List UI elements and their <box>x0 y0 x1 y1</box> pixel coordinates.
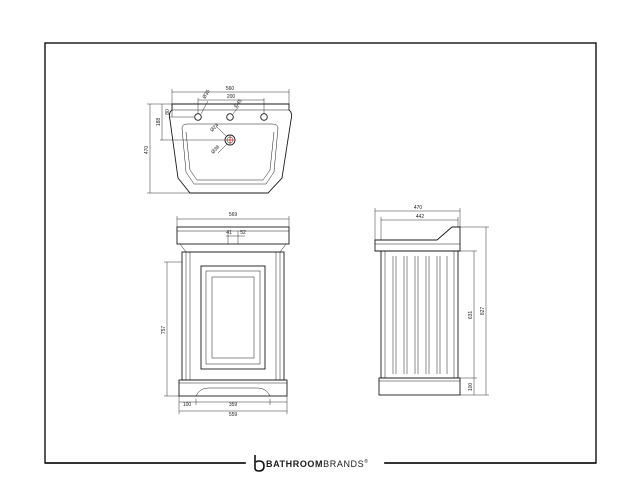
dim-front-top-width: 569 <box>229 212 238 218</box>
label-overflow-dia: Ø24 <box>209 122 220 133</box>
dim-base-width: 559 <box>229 412 238 418</box>
dim-tap-spacing: 200 <box>227 94 236 100</box>
dim-side-inner-depth: 442 <box>416 214 425 220</box>
label-tap-hole-dia: Ø35 <box>202 89 212 100</box>
plan-view: 560 200 470 188 80 Ø35 Ø45 Ø24 Ø38 <box>144 86 293 194</box>
label-waste-dia: Ø45 <box>233 98 244 109</box>
front-view: 569 41 52 757 100 359 559 <box>161 212 290 418</box>
dim-side-plinth: 100 <box>468 383 474 392</box>
dim-waste-h: 52 <box>240 230 246 236</box>
b-letter-logo-icon <box>254 455 265 472</box>
dim-plan-width: 560 <box>226 86 235 92</box>
drawing-frame <box>44 42 597 464</box>
dim-plinth-inner: 359 <box>229 402 238 408</box>
dim-side-top-depth: 470 <box>414 205 423 211</box>
brand-footer: BATHROOMBRANDS® <box>45 455 596 472</box>
dim-plan-depth: 470 <box>144 146 150 155</box>
dim-tap-offset: 80 <box>165 109 171 115</box>
dim-plinth-left: 100 <box>183 402 192 408</box>
dim-front-height: 757 <box>161 326 167 335</box>
dim-depth-to-waste: 188 <box>156 118 162 127</box>
side-panel-grooves <box>392 256 448 374</box>
dim-waste-w: 41 <box>226 230 232 236</box>
side-view: 470 442 827 631 100 <box>374 205 489 396</box>
label-waste-outlet: Ø38 <box>210 144 221 155</box>
dim-side-body-height: 631 <box>468 311 474 320</box>
dim-side-total-height: 827 <box>480 307 486 316</box>
brand-wordmark: BATHROOMBRANDS® <box>266 458 369 469</box>
